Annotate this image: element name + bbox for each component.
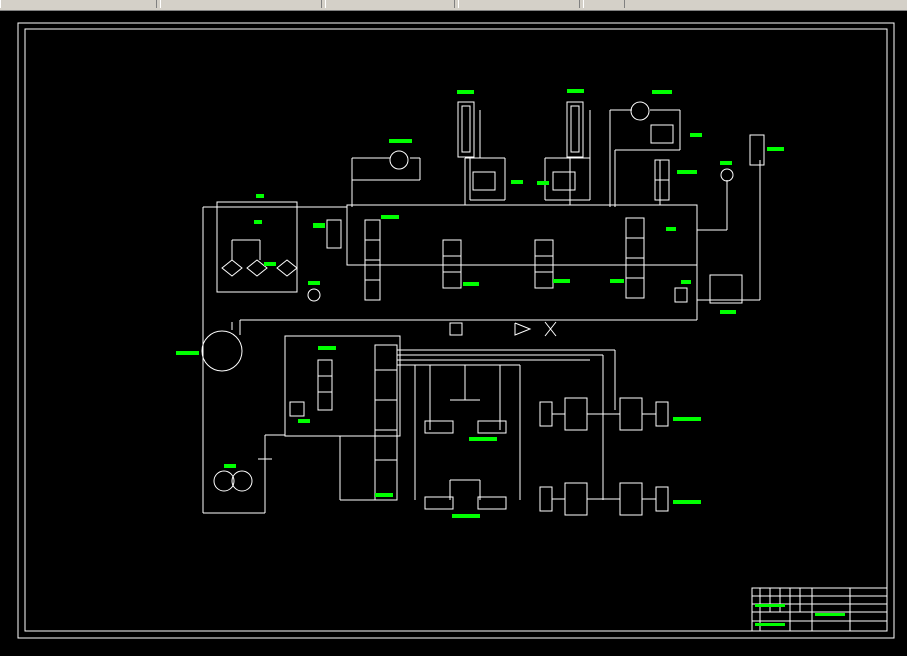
inner-frame: [24, 28, 888, 632]
tab-bar: [0, 0, 907, 11]
tab-4[interactable]: [458, 0, 580, 8]
title-block: [751, 587, 888, 632]
pumps-motors: [201, 101, 734, 492]
cylinders-top: [457, 101, 765, 191]
valve-bank: [326, 159, 670, 301]
tab-5[interactable]: [583, 0, 625, 8]
misc-symbols: [221, 239, 743, 337]
tab-1[interactable]: [0, 0, 157, 8]
pipe-network: [202, 109, 761, 335]
outer-frame: [17, 22, 895, 639]
drawing-canvas[interactable]: [0, 11, 907, 656]
tab-3[interactable]: [325, 0, 455, 8]
lower-circuit: [202, 300, 669, 516]
label-markers: [176, 89, 845, 626]
tab-2[interactable]: [160, 0, 322, 8]
